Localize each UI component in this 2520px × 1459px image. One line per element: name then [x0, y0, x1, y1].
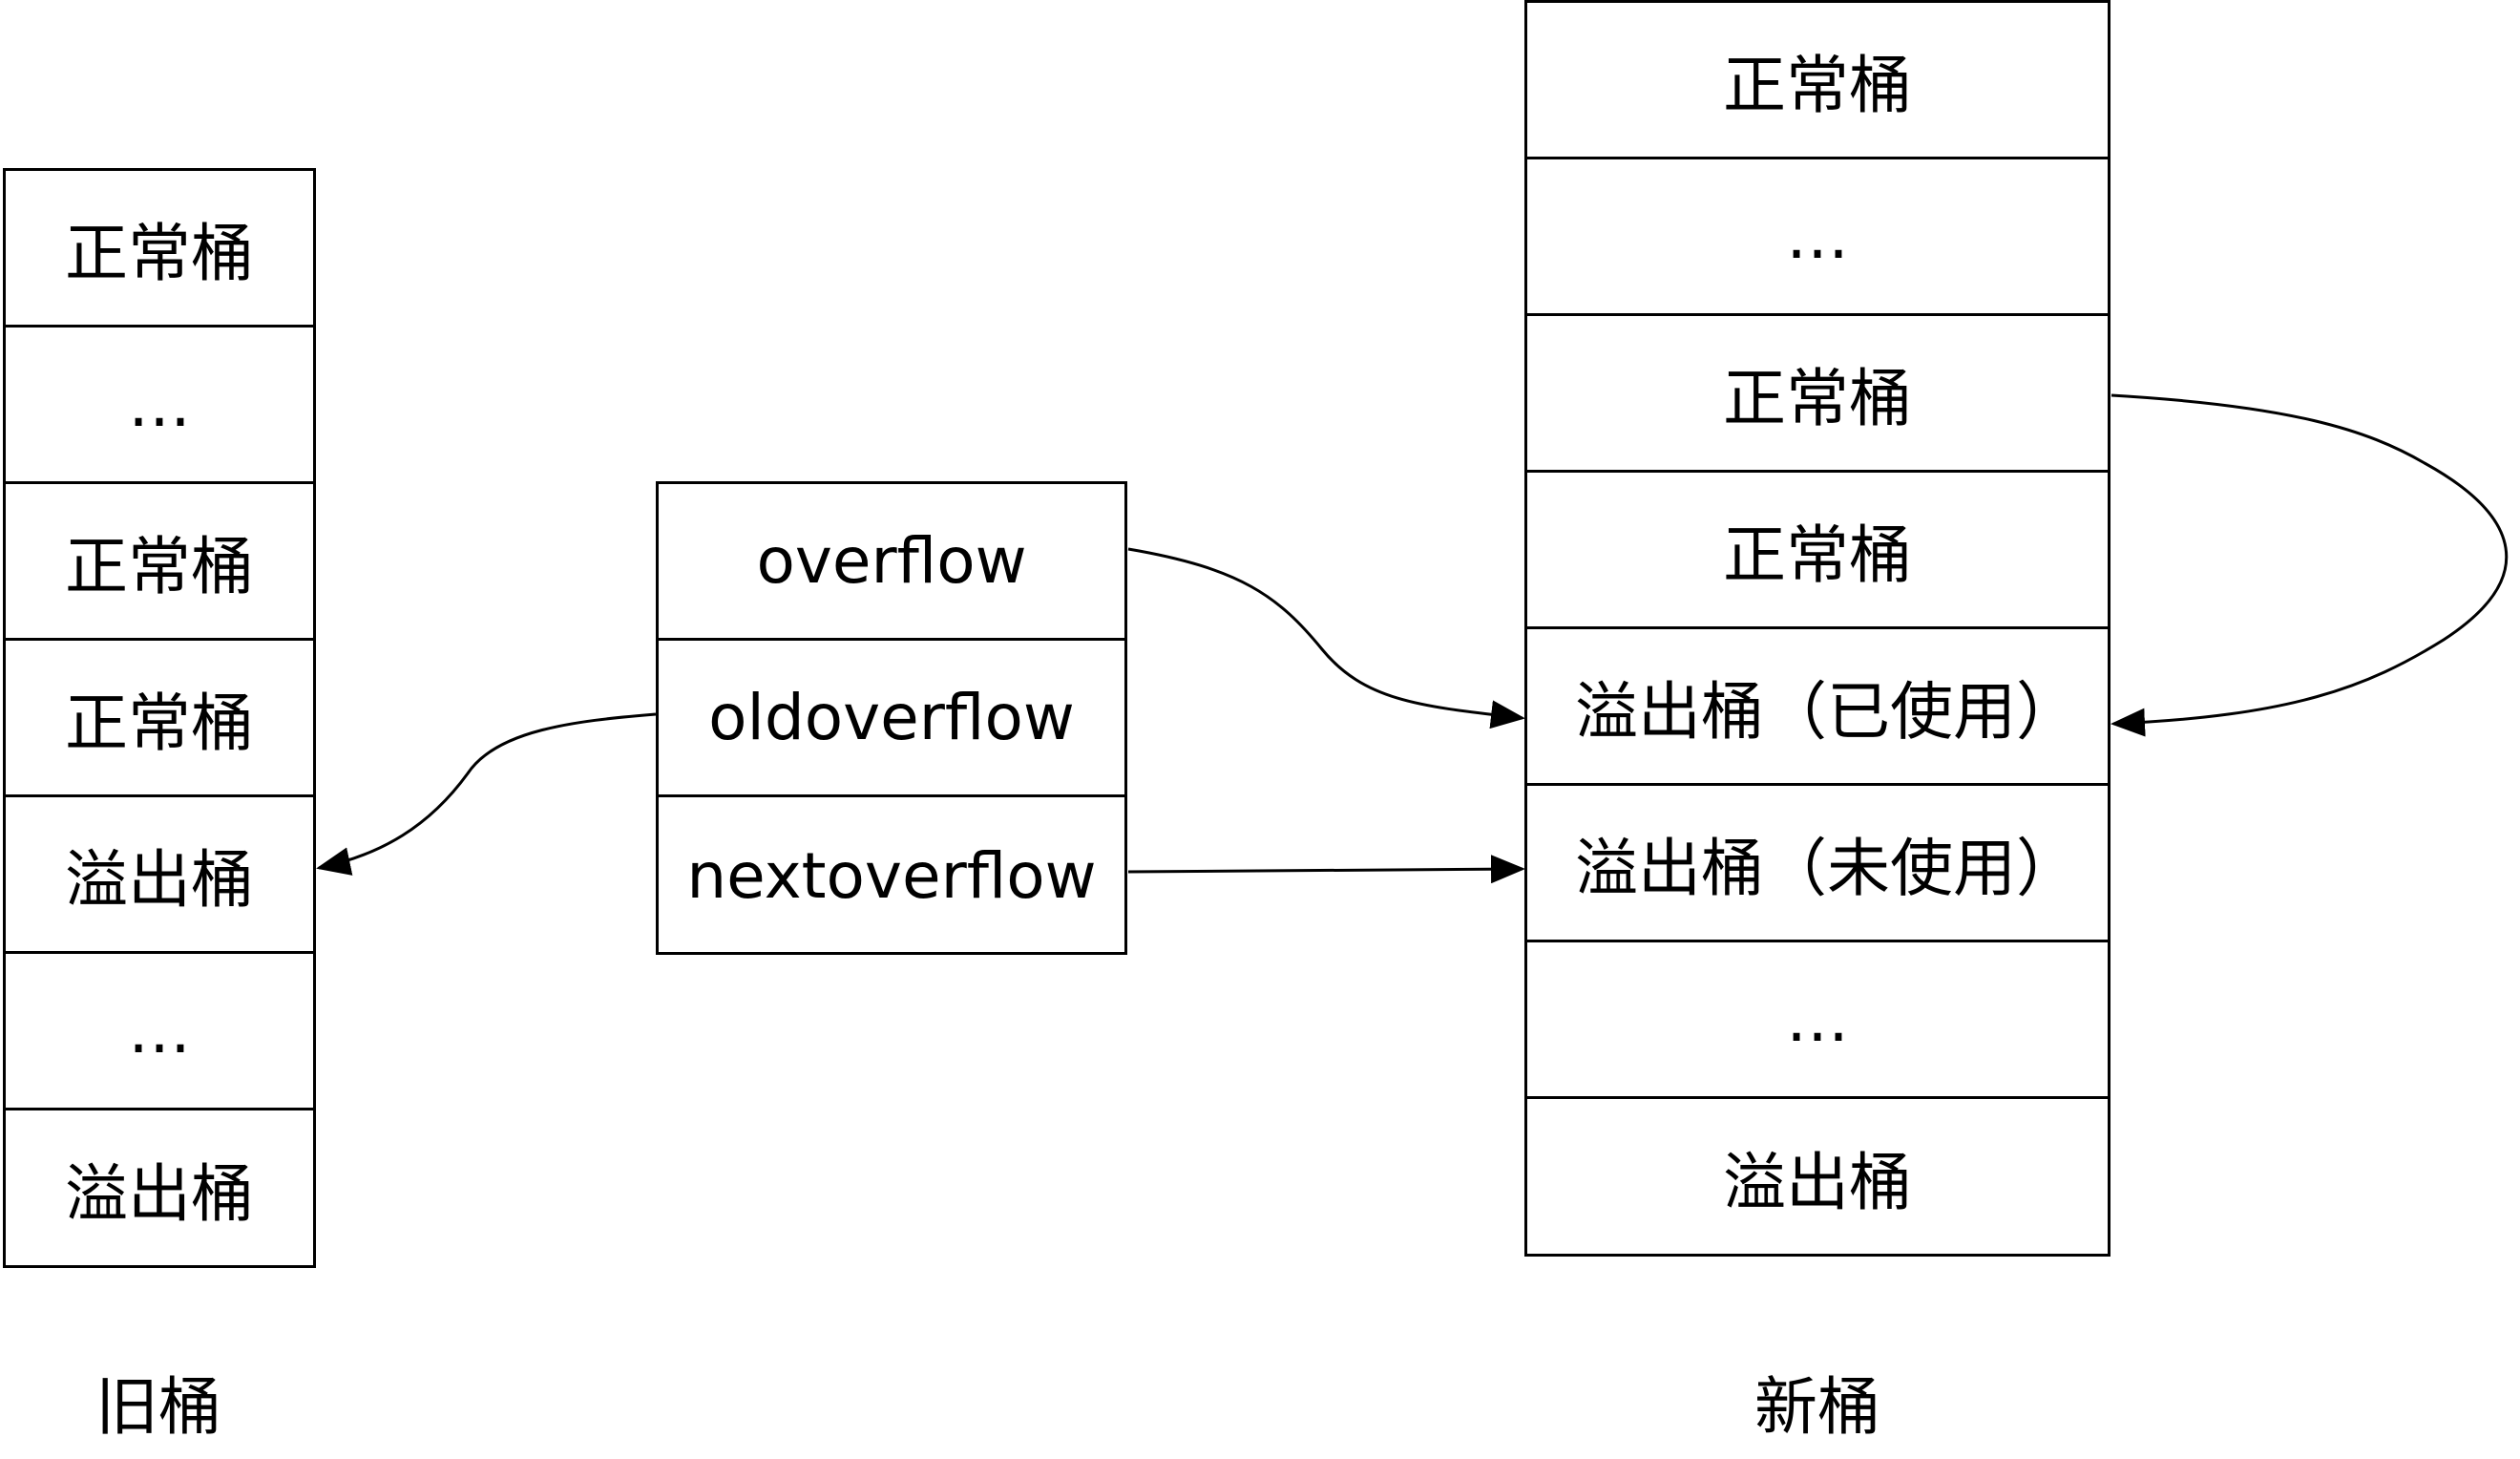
new-bucket-ellipsis-1: …	[1527, 159, 2108, 316]
extra-oldoverflow-field: oldoverflow	[659, 641, 1124, 797]
old-bucket-ellipsis-2: …	[6, 954, 313, 1110]
extra-fields-stack: overflow oldoverflow nextoverflow	[656, 481, 1127, 955]
new-bucket-ellipsis-2: …	[1527, 942, 2108, 1099]
arrow-nextoverflow-to-new-unused	[1127, 855, 1525, 884]
extra-overflow-field: overflow	[659, 484, 1124, 641]
old-bucket-normal-1: 正常桶	[6, 171, 313, 328]
old-buckets-caption: 旧桶	[95, 1370, 221, 1444]
new-bucket-normal-2: 正常桶	[1527, 316, 2108, 473]
extra-nextoverflow-field: nextoverflow	[686, 838, 1097, 913]
old-bucket-normal-2: 正常桶	[6, 484, 313, 641]
old-bucket-normal-3: 正常桶	[6, 641, 313, 797]
old-bucket-overflow-1: 溢出桶	[6, 797, 313, 954]
arrow-oldoverflow-to-old-overflow	[316, 712, 657, 876]
new-bucket-overflow-last: 溢出桶	[1723, 1146, 1912, 1219]
old-bucket-ellipsis-1: …	[6, 328, 313, 484]
old-buckets-stack: 正常桶 … 正常桶 正常桶 溢出桶 … 溢出桶	[3, 168, 316, 1268]
new-bucket-overflow-unused: 溢出桶（未使用）	[1527, 786, 2108, 942]
arrow-overflow-to-new-used	[1127, 547, 1525, 730]
new-buckets-caption: 新桶	[1754, 1370, 1880, 1444]
new-bucket-overflow-used: 溢出桶（已使用）	[1527, 629, 2108, 786]
new-bucket-normal-1: 正常桶	[1527, 3, 2108, 159]
arrow-new-normal-to-new-used	[2110, 393, 2509, 737]
new-bucket-normal-3: 正常桶	[1527, 473, 2108, 629]
old-bucket-overflow-2: 溢出桶	[65, 1157, 254, 1231]
new-buckets-stack: 正常桶 … 正常桶 正常桶 溢出桶（已使用） 溢出桶（未使用） … 溢出桶	[1524, 0, 2110, 1257]
